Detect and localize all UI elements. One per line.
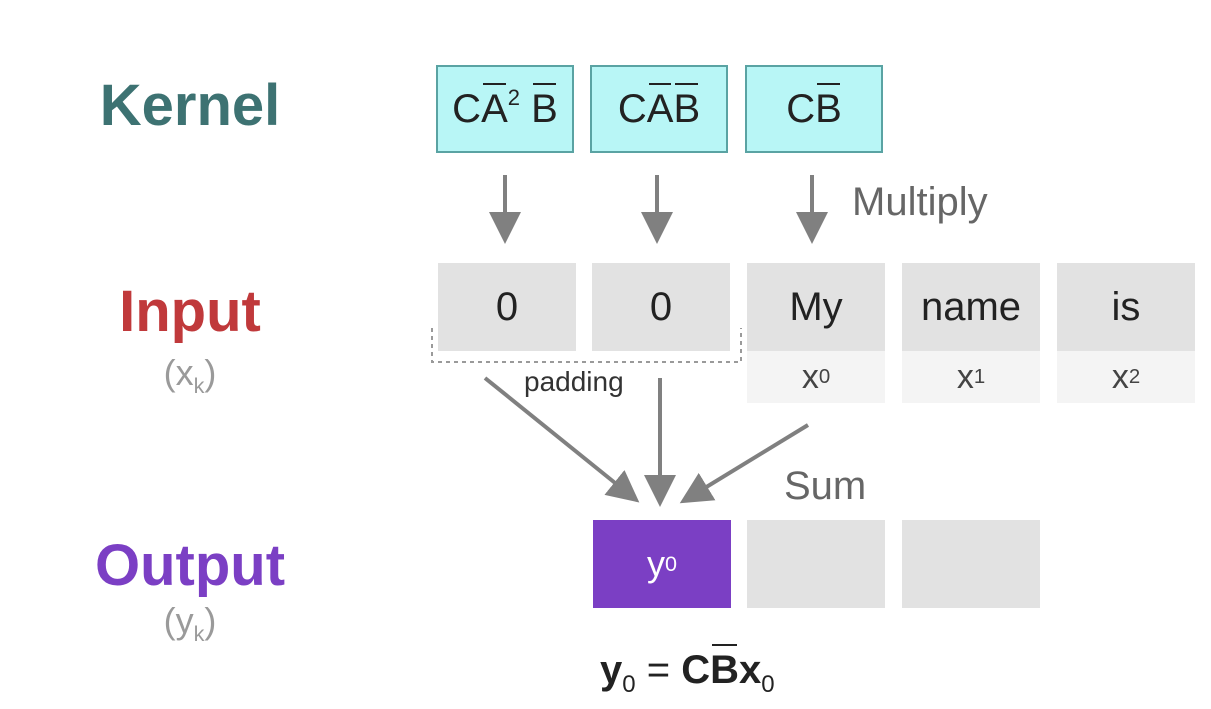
output-sub-label: (yk) — [163, 600, 217, 647]
input-cell-is: is — [1057, 263, 1195, 351]
input-sub-label: (xk) — [163, 352, 217, 399]
sum-arrow-3 — [679, 423, 810, 504]
padding-bracket — [431, 328, 742, 363]
sum-arrow-1 — [483, 376, 640, 503]
input-cell-pad-1: 0 — [438, 263, 576, 351]
output-cell-empty-2 — [902, 520, 1040, 608]
input-cell-name: name — [902, 263, 1040, 351]
output-cell-empty-1 — [747, 520, 885, 608]
output-label: Output — [94, 533, 286, 598]
kernel-label: Kernel — [99, 73, 281, 138]
formula: y0 = CBx0 — [600, 644, 775, 698]
input-cell-pad-2: 0 — [592, 263, 730, 351]
padding-label: padding — [522, 366, 626, 398]
multiply-label: Multiply — [852, 180, 988, 224]
sum-label: Sum — [784, 464, 867, 508]
input-cell-my: My — [747, 263, 885, 351]
input-label: Input — [119, 279, 261, 344]
